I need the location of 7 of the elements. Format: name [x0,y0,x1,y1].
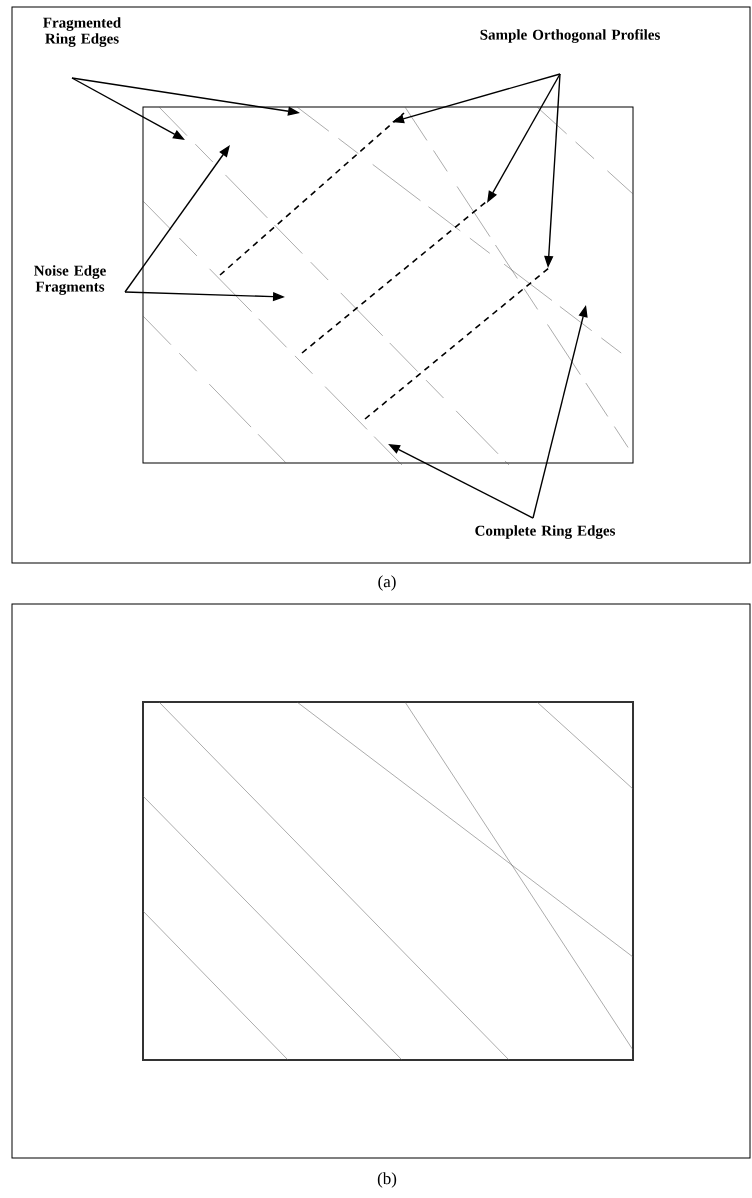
leader-arrow [124,145,230,293]
callout-text: Noise Edge Fragments [34,265,106,295]
callout-text: Sample Orthogonal Profiles [480,29,660,43]
callout-text: Fragmented Ring Edges [43,17,121,47]
callout-text: Complete Ring Edges [475,525,616,539]
panel-label: (b) [377,1172,397,1188]
panel-label: (a) [378,575,396,591]
